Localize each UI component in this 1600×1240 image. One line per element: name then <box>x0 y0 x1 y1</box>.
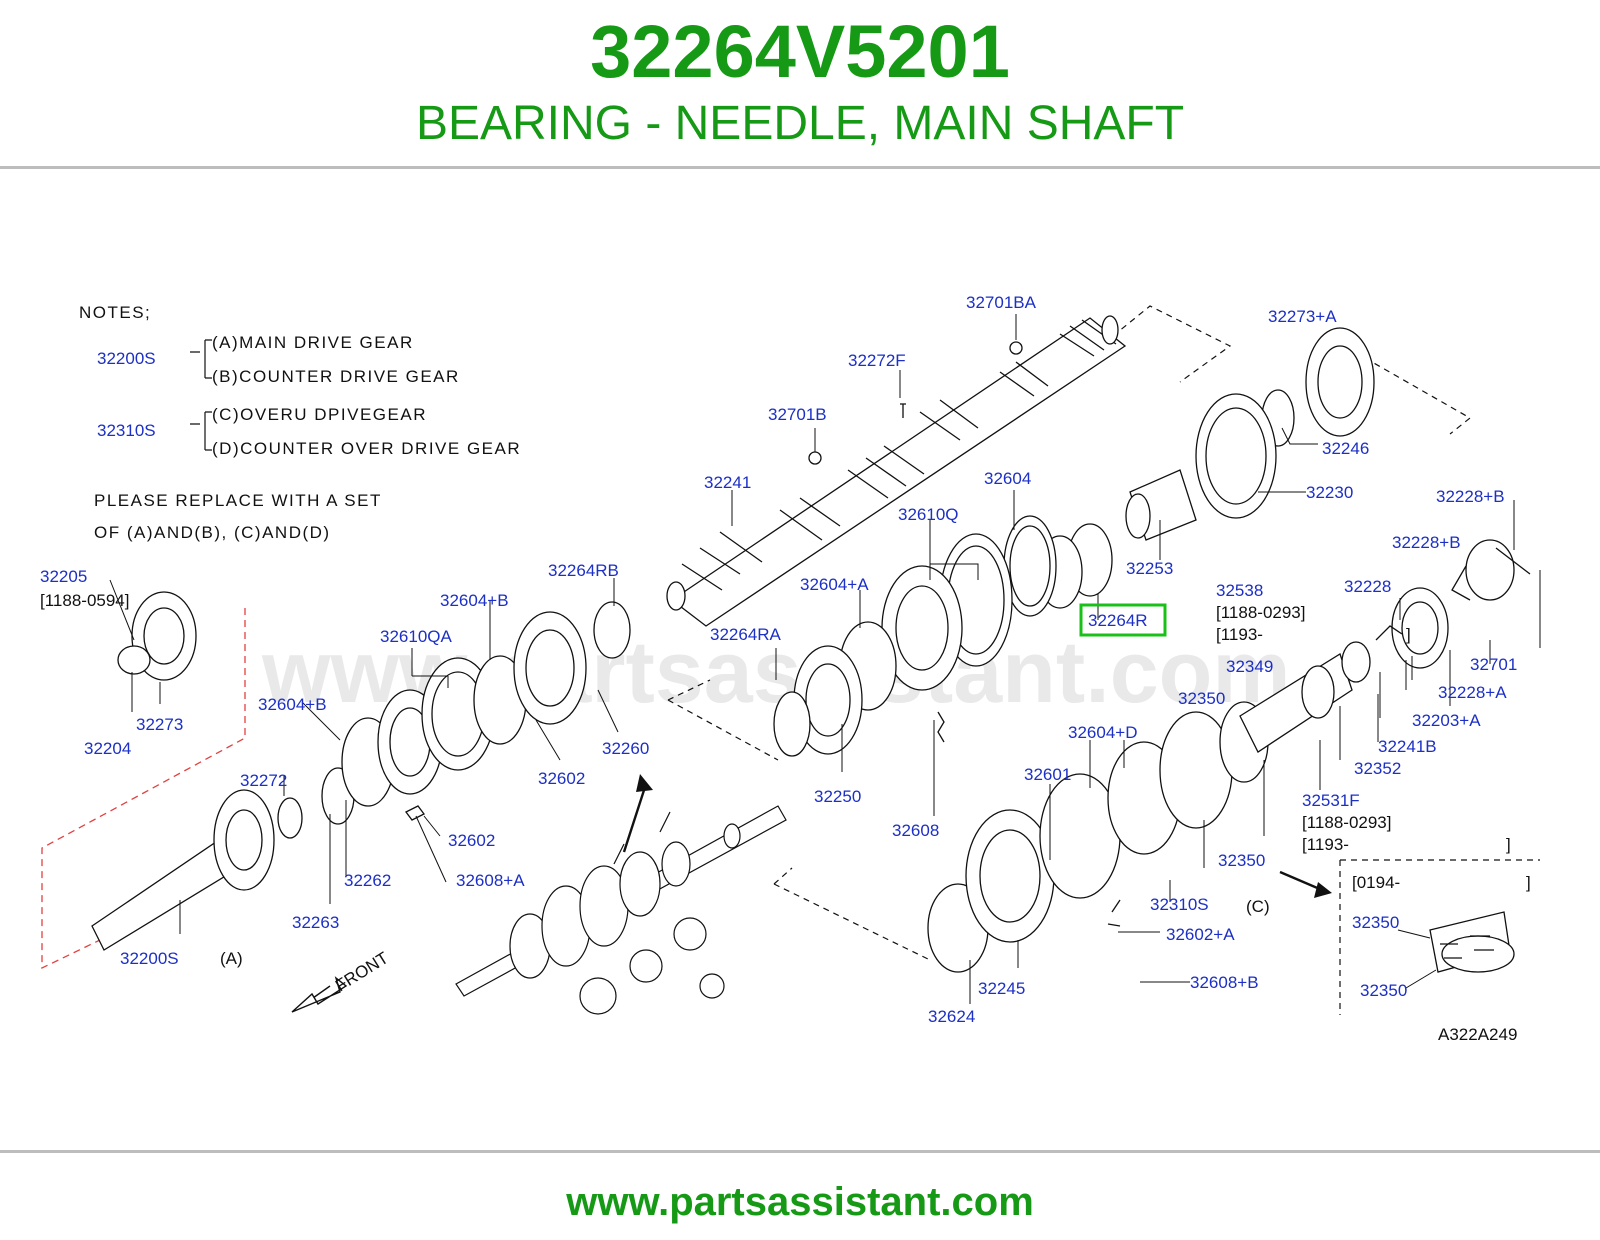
part-label[interactable]: 32624 <box>928 1007 975 1026</box>
note-counter-overdrive-gear: (D)COUNTER OVER DRIVE GEAR <box>212 439 521 458</box>
part-label[interactable]: 32273+A <box>1268 307 1337 326</box>
part-label[interactable]: 32253 <box>1126 559 1173 578</box>
part-label[interactable]: 32531F <box>1302 791 1360 810</box>
part-label[interactable]: 32241 <box>704 473 751 492</box>
date-code: ] <box>1506 835 1511 854</box>
part-label[interactable]: 32245 <box>978 979 1025 998</box>
date-code: [0194- <box>1352 873 1400 892</box>
part-label[interactable]: 32610QA <box>380 627 452 646</box>
note-code-32200S[interactable]: 32200S <box>97 349 156 368</box>
part-label[interactable]: 32264RA <box>710 625 782 644</box>
notes-heading: NOTES; <box>79 303 151 322</box>
highlighted-part-box[interactable] <box>1079 603 1167 637</box>
part-label[interactable]: 32272 <box>240 771 287 790</box>
date-code: [1193- <box>1216 625 1263 644</box>
part-label[interactable]: 32604+D <box>1068 723 1137 742</box>
part-label[interactable]: 32701B <box>768 405 827 424</box>
group-a-outline <box>41 608 246 970</box>
part-label[interactable]: 32538 <box>1216 581 1263 600</box>
part-label[interactable]: 32604+A <box>800 575 869 594</box>
part-label[interactable]: 32608+A <box>456 871 525 890</box>
part-label-32264R-highlighted[interactable]: 32264R <box>1088 611 1148 630</box>
assembled-shaft-sketch <box>455 805 787 1015</box>
part-label[interactable]: 32262 <box>344 871 391 890</box>
part-label[interactable]: 32241B <box>1378 737 1437 756</box>
part-label[interactable]: 32260 <box>602 739 649 758</box>
note-counter-drive-gear: (B)COUNTER DRIVE GEAR <box>212 367 460 386</box>
part-label[interactable]: 32200S <box>120 949 179 968</box>
part-label[interactable]: 32604 <box>984 469 1031 488</box>
footer-divider <box>0 1150 1600 1153</box>
part-label[interactable]: 32204 <box>84 739 131 758</box>
footer-website-link[interactable]: www.partsassistant.com <box>566 1180 1034 1224</box>
counter-shaft-drawing <box>927 539 1531 973</box>
note-main-drive-gear: (A)MAIN DRIVE GEAR <box>212 333 414 352</box>
part-label[interactable]: 32310S <box>1150 895 1209 914</box>
note-code-32310S[interactable]: 32310S <box>97 421 156 440</box>
front-direction-label: FRONT <box>332 948 392 995</box>
part-description-title: BEARING - NEEDLE, MAIN SHAFT <box>415 97 1185 150</box>
part-label[interactable]: 32350 <box>1218 851 1265 870</box>
part-label[interactable]: 32602 <box>538 769 585 788</box>
group-a-marker: (A) <box>220 949 243 968</box>
spare-needle-bearing-drawing <box>1429 911 1515 973</box>
part-label[interactable]: 32272F <box>848 351 906 370</box>
date-code: [1193- <box>1302 835 1349 854</box>
part-label[interactable]: 32205 <box>40 567 87 586</box>
part-label[interactable]: 32610Q <box>898 505 959 524</box>
date-code: [1188-0594] <box>40 591 129 610</box>
main-drive-gear-drawing <box>91 591 631 951</box>
main-shaft-drawing <box>666 315 1127 627</box>
date-code: [1188-0293] <box>1216 603 1305 622</box>
part-label[interactable]: 32228 <box>1344 577 1391 596</box>
group-c-marker: (C) <box>1246 897 1270 916</box>
part-label[interactable]: 32352 <box>1354 759 1401 778</box>
part-label[interactable]: 32349 <box>1226 657 1273 676</box>
part-label[interactable]: 32604+B <box>258 695 327 714</box>
page-header: 32264V5201 BEARING - NEEDLE, MAIN SHAFT <box>0 0 1600 170</box>
part-label[interactable]: 32264RB <box>548 561 619 580</box>
notes-block: NOTES; 32200S (A)MAIN DRIVE GEAR (B)COUN… <box>79 303 521 542</box>
part-label[interactable]: 32350 <box>1360 981 1407 1000</box>
part-label[interactable]: 32602 <box>448 831 495 850</box>
note-replace-line1: PLEASE REPLACE WITH A SET <box>94 491 382 510</box>
part-number-title: 32264V5201 <box>590 10 1010 93</box>
part-label[interactable]: 32246 <box>1322 439 1369 458</box>
part-label[interactable]: 32228+A <box>1438 683 1507 702</box>
date-code: ] <box>1526 873 1531 892</box>
date-code: ] <box>1406 625 1411 644</box>
note-replace-line2: OF (A)AND(B), (C)AND(D) <box>94 523 331 542</box>
dashed-group-outlines <box>667 305 1540 1015</box>
part-label[interactable]: 32602+A <box>1166 925 1235 944</box>
leader-lines <box>109 314 1541 1004</box>
part-label[interactable]: 32228+B <box>1392 533 1461 552</box>
direction-arrows <box>291 774 1332 1013</box>
part-label[interactable]: 32230 <box>1306 483 1353 502</box>
upper-right-parts <box>773 327 1375 757</box>
note-overdrive-gear: (C)OVERU DPIVEGEAR <box>212 405 427 424</box>
part-label[interactable]: 32273 <box>136 715 183 734</box>
part-label[interactable]: 32350 <box>1178 689 1225 708</box>
part-labels: 32701BA 32273+A 32272F 32701B 32246 3224… <box>40 293 1517 1026</box>
part-label[interactable]: 32608 <box>892 821 939 840</box>
part-label[interactable]: 32350 <box>1352 913 1399 932</box>
part-label[interactable]: 32604+B <box>440 591 509 610</box>
part-label[interactable]: 32701 <box>1470 655 1517 674</box>
diagram-code: A322A249 <box>1438 1025 1517 1044</box>
header-divider <box>0 166 1600 169</box>
date-codes: [1188-0594] [1188-0293] [1193- ] [1188-0… <box>40 591 1531 892</box>
part-label[interactable]: 32263 <box>292 913 339 932</box>
part-label[interactable]: 32203+A <box>1412 711 1481 730</box>
date-code: [1188-0293] <box>1302 813 1391 832</box>
part-label[interactable]: 32701BA <box>966 293 1037 312</box>
part-label[interactable]: 32608+B <box>1190 973 1259 992</box>
part-label[interactable]: 32250 <box>814 787 861 806</box>
part-label[interactable]: 32228+B <box>1436 487 1505 506</box>
part-label[interactable]: 32601 <box>1024 765 1071 784</box>
